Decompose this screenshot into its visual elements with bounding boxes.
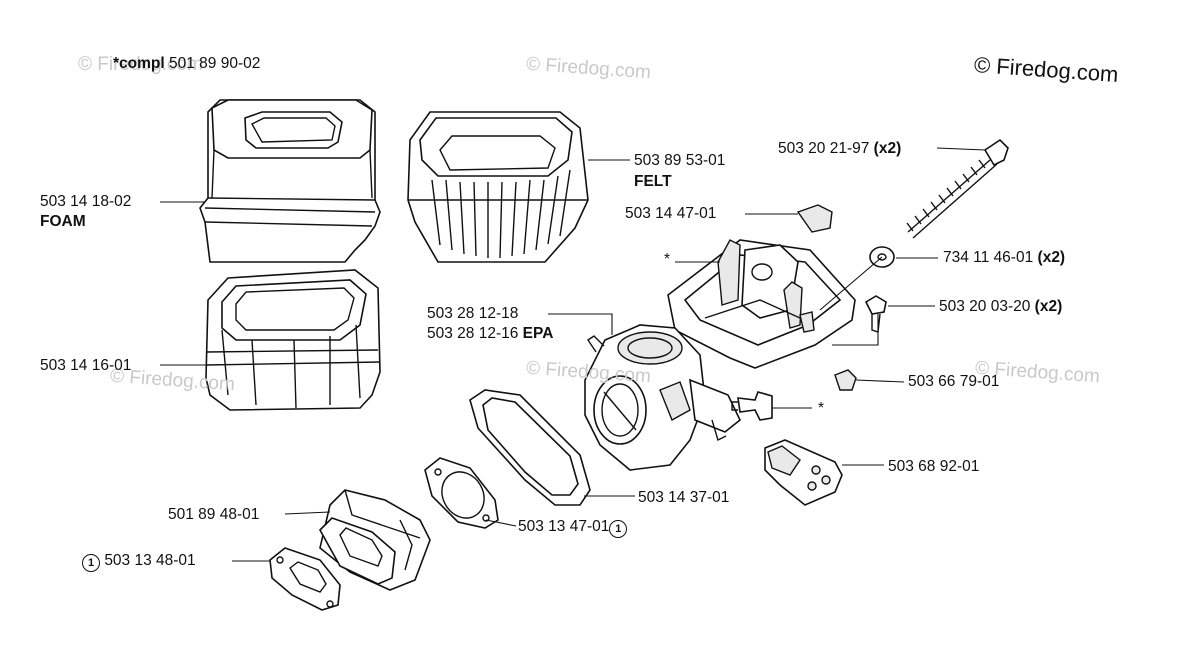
washer-qty: (x2) (1037, 249, 1066, 266)
label-foam-filter: 503 14 18-02 (40, 193, 132, 210)
assembly-label: *compl 501 89 90-02 (113, 55, 260, 73)
assembly-number: 501 89 90-02 (169, 55, 261, 72)
long-screw-number: 503 20 21-97 (778, 140, 870, 157)
carburetor-drawing (584, 324, 741, 471)
label-clip: 503 14 47-01 (625, 205, 717, 222)
label-washer: 734 11 46-01 (x2) (943, 249, 1065, 267)
foam-filter-drawing (199, 99, 381, 263)
ring-gasket-mark: 1 (609, 520, 628, 538)
ring-gasket-number: 503 13 47-01 (518, 518, 610, 535)
label-long-screw: 503 20 21-97 (x2) (778, 140, 901, 158)
label-short-screw: 503 20 03-20 (x2) (939, 298, 1062, 316)
clip-drawing (796, 204, 833, 233)
small-gasket-mark: 1 (82, 554, 100, 572)
label-asterisk-fitting: * (818, 400, 825, 417)
short-screw-drawing (864, 295, 887, 333)
leader-lines (160, 147, 986, 562)
label-carburetor-epa: 503 28 12-16 EPA (427, 325, 553, 343)
washer-number: 734 11 46-01 (943, 249, 1034, 266)
label-intake-manifold: 501 89 48-01 (168, 506, 260, 523)
intake-manifold-drawing (319, 489, 431, 591)
filter-holder-drawing (205, 269, 381, 411)
label-small-gasket: 1 503 13 48-01 (82, 552, 196, 572)
fitting-drawing (731, 391, 773, 421)
label-foam-note: FOAM (40, 213, 86, 230)
label-plug: 503 66 79-01 (908, 373, 1000, 390)
ring-gasket-drawing (424, 457, 499, 529)
watermark-1: © Firedog.com (78, 54, 203, 75)
felt-filter-drawing (407, 111, 589, 263)
label-filter-holder: 503 14 16-01 (40, 357, 132, 374)
label-felt-note: FELT (634, 173, 672, 190)
label-asterisk-top: * (664, 251, 671, 268)
filter-base-drawing (667, 239, 856, 369)
label-bracket: 503 68 92-01 (888, 458, 980, 475)
small-gasket-number: 503 13 48-01 (104, 552, 196, 569)
long-screw-drawing (906, 138, 1009, 239)
assembly-prefix: *compl (113, 55, 165, 72)
label-frame-gasket: 503 14 37-01 (638, 489, 730, 506)
carburetor-epa-note: EPA (522, 325, 554, 342)
label-felt-filter: 503 89 53-01 (634, 152, 726, 169)
frame-gasket-drawing (469, 389, 591, 506)
long-screw-qty: (x2) (873, 140, 902, 157)
small-gasket-drawing (269, 547, 341, 611)
carburetor-epa-number: 503 28 12-16 (427, 325, 519, 342)
plug-drawing (834, 369, 857, 391)
short-screw-qty: (x2) (1034, 298, 1063, 315)
label-carburetor: 503 28 12-18 (427, 305, 519, 322)
bracket-drawing (764, 439, 843, 506)
short-screw-number: 503 20 03-20 (939, 298, 1031, 315)
